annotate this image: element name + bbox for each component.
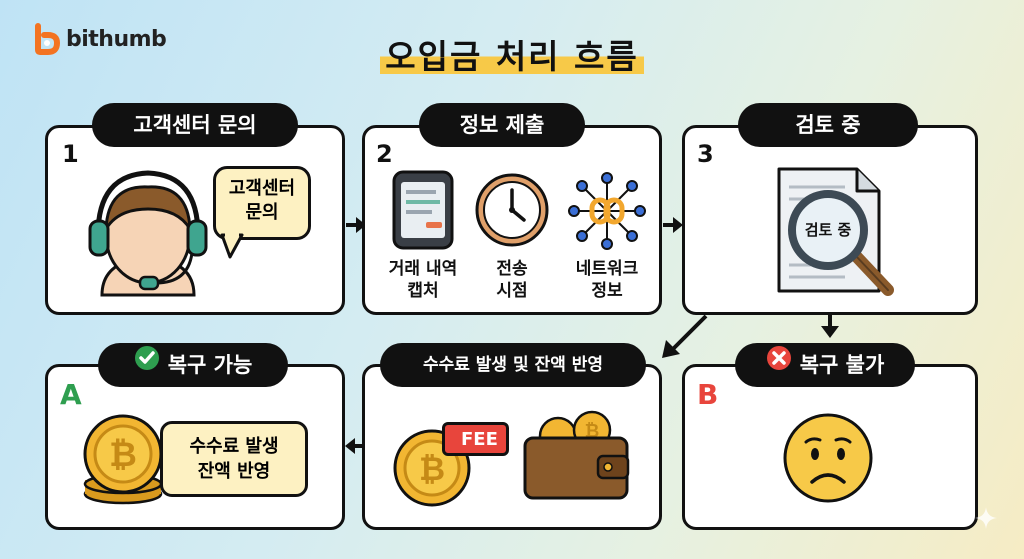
- info-item-line: 시점: [470, 280, 554, 302]
- bubble-line-2: 문의: [216, 201, 308, 225]
- bithumb-logo: bithumb: [30, 24, 166, 54]
- info-item-line: 캡처: [378, 280, 468, 302]
- magnifier-text: 검토 중: [792, 219, 864, 241]
- outcome-a-result: 수수료 발생 잔액 반영: [160, 421, 308, 497]
- outcome-a-label: 복구 가능: [98, 343, 288, 387]
- step-1-label: 고객센터 문의: [92, 103, 298, 147]
- info-item-line: 거래 내역: [378, 258, 468, 280]
- svg-text:₿: ₿: [109, 435, 137, 475]
- info-item-transaction: 거래 내역 캡처: [378, 258, 468, 302]
- bubble-line-1: 고객센터: [216, 177, 308, 201]
- coin-stack-icon: ₿: [78, 414, 168, 506]
- info-item-time: 전송 시점: [470, 258, 554, 302]
- page-title: 오입금 처리 흐름: [380, 30, 644, 78]
- arrow-down-icon: [819, 314, 841, 340]
- outcome-a-label-text: 복구 가능: [168, 353, 253, 377]
- info-item-network: 네트워크 정보: [560, 258, 654, 302]
- bithumb-logo-icon: [30, 24, 60, 54]
- contact-speech-bubble: 고객센터 문의: [213, 166, 311, 240]
- outcome-b-letter: B: [697, 378, 718, 411]
- fee-tag: FEE: [442, 422, 509, 456]
- outcome-b-label-text: 복구 불가: [800, 353, 885, 377]
- step-2-number: 2: [376, 140, 393, 168]
- svg-text:₿: ₿: [419, 450, 445, 488]
- step-3-number: 3: [697, 140, 714, 168]
- bubble-tail: [222, 235, 246, 259]
- phone-icon: [392, 170, 454, 250]
- network-icon: [568, 172, 646, 250]
- sad-face-icon: [782, 412, 874, 504]
- headset-agent-icon: [88, 165, 208, 295]
- sparkle-icon: [975, 507, 997, 529]
- info-item-line: 네트워크: [560, 258, 654, 280]
- result-line-1: 수수료 발생: [163, 434, 305, 459]
- brand-name: bithumb: [66, 27, 166, 52]
- outcome-a-letter: A: [60, 378, 82, 411]
- step-1-number: 1: [62, 140, 79, 168]
- x-circle-icon: [766, 342, 792, 386]
- arrow-diagonal-icon: [660, 314, 710, 360]
- clock-icon: [474, 172, 550, 248]
- wallet-icon: ₿: [522, 410, 632, 500]
- result-line-2: 잔액 반영: [163, 459, 305, 484]
- info-item-line: 정보: [560, 280, 654, 302]
- fee-step-label: 수수료 발생 및 잔액 반영: [380, 343, 646, 387]
- outcome-b-label: 복구 불가: [735, 343, 915, 387]
- info-item-line: 전송: [470, 258, 554, 280]
- step-2-label: 정보 제출: [419, 103, 585, 147]
- check-circle-icon: [134, 342, 160, 386]
- magnifier-icon: [778, 190, 898, 300]
- step-3-label: 검토 중: [738, 103, 918, 147]
